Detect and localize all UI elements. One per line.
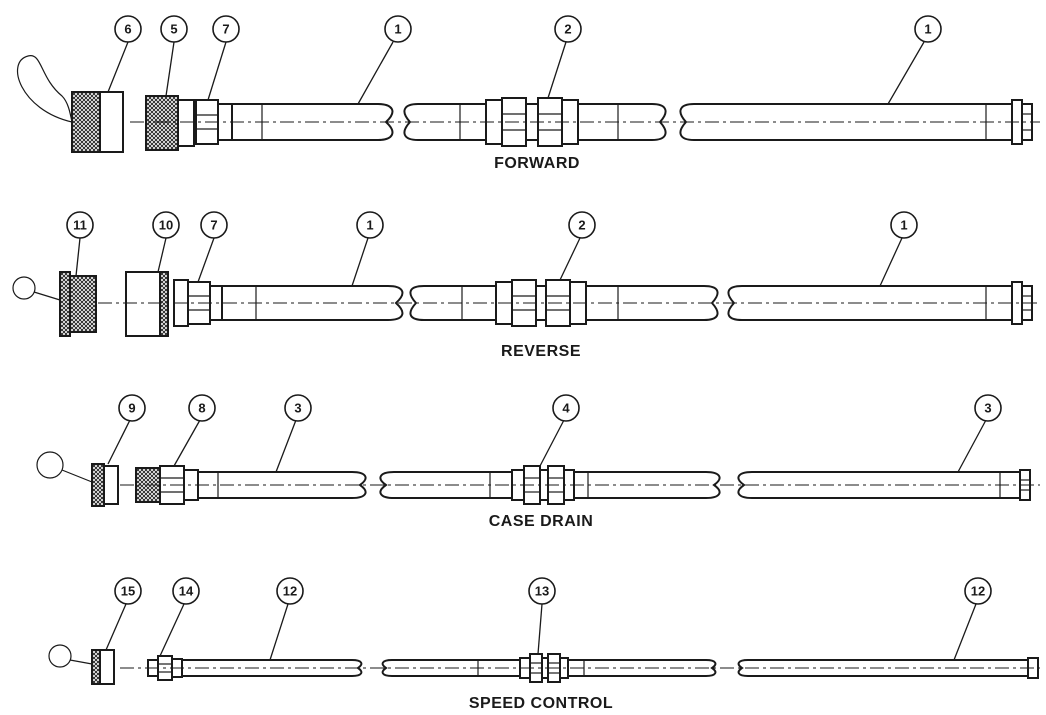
tether-loop [36,451,64,479]
callout-7: 7 [212,15,240,43]
callout-12: 12 [276,577,304,605]
svg-text:1: 1 [366,218,373,233]
dust-cap-item-6 [71,91,124,153]
svg-text:10: 10 [159,218,173,233]
callout-11: 11 [66,211,94,239]
hose-segment-1b [679,103,1013,141]
callout-1: 1 [914,15,942,43]
callout-3: 3 [974,394,1002,422]
dust-cap-item-15 [91,649,115,685]
callout-15: 15 [114,577,142,605]
dust-cap-item-11 [59,271,97,337]
callout-7: 7 [200,211,228,239]
svg-text:2: 2 [564,22,571,37]
callout-1: 1 [890,211,918,239]
callout-6: 6 [114,15,142,43]
section-label-case-drain: CASE DRAIN [489,513,594,530]
coupler-item-5 [145,95,195,151]
section-label-reverse: REVERSE [501,343,581,360]
section-label-forward: FORWARD [494,155,580,172]
tether-loop [17,55,73,123]
tether-loop [12,276,36,300]
svg-text:6: 6 [124,22,131,37]
dust-cap-item-9 [91,463,119,507]
callout-14: 14 [172,577,200,605]
hose-segment-1b [727,285,1013,321]
svg-text:9: 9 [128,401,135,416]
callout-10: 10 [152,211,180,239]
section-reverse: 11 10 7 1 2 1 REVERSE [12,211,1040,360]
svg-text:3: 3 [984,401,991,416]
section-forward: 6 5 7 1 2 1 FORWARD [17,15,1040,172]
svg-text:8: 8 [198,401,205,416]
svg-text:13: 13 [535,584,549,599]
callout-5: 5 [160,15,188,43]
callout-1: 1 [384,15,412,43]
svg-text:15: 15 [121,584,135,599]
callout-1: 1 [356,211,384,239]
svg-text:7: 7 [210,218,217,233]
svg-text:12: 12 [283,584,297,599]
svg-text:4: 4 [562,401,570,416]
tether-loop [48,644,72,668]
callout-2: 2 [568,211,596,239]
section-speed-control: 15 14 12 13 12 SPEED CONTROL [48,577,1040,712]
dust-plug-item-10 [125,271,169,337]
svg-text:7: 7 [222,22,229,37]
svg-text:12: 12 [971,584,985,599]
svg-text:1: 1 [924,22,931,37]
section-label-speed-control: SPEED CONTROL [469,695,613,712]
section-case-drain: 9 8 3 4 3 CASE DRAIN [36,394,1040,530]
svg-text:3: 3 [294,401,301,416]
callout-9: 9 [118,394,146,422]
callout-13: 13 [528,577,556,605]
callout-4: 4 [552,394,580,422]
svg-text:5: 5 [170,22,177,37]
svg-text:11: 11 [73,218,87,233]
callout-12: 12 [964,577,992,605]
svg-text:2: 2 [578,218,585,233]
callout-3: 3 [284,394,312,422]
svg-text:1: 1 [394,22,401,37]
hose-segment-1a [221,285,404,321]
callout-8: 8 [188,394,216,422]
svg-text:14: 14 [179,584,194,599]
svg-text:1: 1 [900,218,907,233]
callout-2: 2 [554,15,582,43]
